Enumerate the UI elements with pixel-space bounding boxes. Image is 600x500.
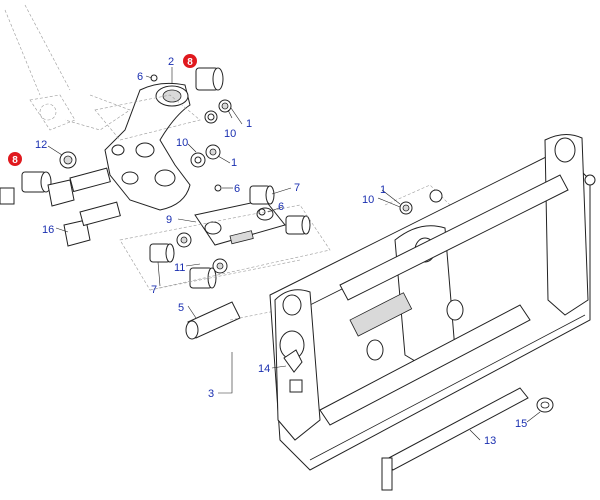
washer-set-top — [150, 74, 232, 124]
callout-7b: 7 — [151, 284, 157, 296]
badge-8-left-circle — [8, 152, 22, 166]
badge-8-top-circle — [183, 54, 197, 68]
lever-14 — [283, 349, 303, 393]
callout-14: 14 — [258, 363, 270, 375]
badge-8-top: 8 — [183, 54, 197, 68]
callout-15: 15 — [515, 418, 527, 430]
callout-3: 3 — [208, 388, 214, 400]
bushing-top — [195, 67, 224, 91]
clip-15 — [536, 397, 554, 413]
callout-9: 9 — [166, 214, 172, 226]
pin-5 — [185, 301, 241, 340]
callout-10c: 10 — [362, 194, 374, 206]
frame-fittings — [399, 174, 596, 215]
badge-8-top-label: 8 — [187, 57, 193, 68]
callout-1b: 1 — [231, 157, 237, 169]
callout-12: 12 — [35, 139, 47, 151]
callout-7a: 7 — [294, 182, 300, 194]
washer-set-mid — [190, 144, 221, 168]
link-bracket — [104, 82, 191, 211]
leader-lines — [47, 67, 541, 441]
callout-16: 16 — [42, 224, 54, 236]
callout-5: 5 — [178, 302, 184, 314]
callout-1c: 1 — [380, 184, 386, 196]
lower-bushing-set — [149, 232, 228, 289]
pin-flange-set — [47, 151, 121, 247]
callout-2: 2 — [168, 56, 174, 68]
callout-11: 11 — [174, 262, 185, 274]
callout-6a: 6 — [137, 71, 143, 83]
badge-8-left: 8 — [8, 152, 22, 166]
callout-6c: 6 — [278, 201, 284, 213]
coupler-frame — [269, 134, 591, 471]
link-bushings — [214, 184, 311, 235]
rod-13 — [381, 387, 529, 491]
callout-10a: 10 — [224, 128, 236, 140]
left-bushing — [0, 171, 52, 205]
callout-13: 13 — [484, 435, 496, 447]
callout-labels: 2 6 1 10 12 10 1 6 7 6 9 16 11 7 5 1 10 … — [35, 56, 527, 447]
callout-1a: 1 — [246, 118, 252, 130]
callout-6b: 6 — [234, 183, 240, 195]
badge-8-left-label: 8 — [12, 155, 18, 166]
callout-10b: 10 — [176, 137, 188, 149]
boom-arm-outline — [4, 4, 131, 131]
